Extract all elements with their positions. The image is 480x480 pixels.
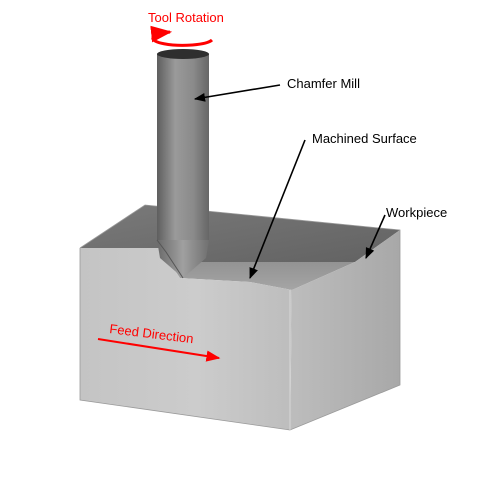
workpiece-edges (79, 204, 401, 431)
tool-tip-edge (156, 239, 184, 279)
workpiece-side-face (290, 230, 400, 430)
chamfer-mill-leader-arrow (193, 84, 281, 102)
workpiece-leader-arrow (365, 214, 386, 260)
workpiece-annotation: Workpiece (365, 205, 447, 260)
tool-rotation-label: Tool Rotation (148, 10, 224, 25)
feed-direction-arrow (97, 338, 221, 362)
machined-surface-leader-arrow (249, 139, 306, 280)
machined-surface-annotation: Machined Surface (249, 131, 417, 280)
tool-rotation-annotation: Tool Rotation (148, 10, 224, 47)
chamfer-mill-label: Chamfer Mill (287, 76, 360, 91)
rotation-arrow-icon (150, 25, 214, 47)
tool-top-cap (157, 49, 209, 59)
machined-surface-label: Machined Surface (312, 131, 417, 146)
chamfer-mill-tool (156, 49, 209, 279)
workpiece-front-face (80, 248, 292, 430)
tool-chamfer-tip (157, 240, 209, 278)
workpiece-label: Workpiece (386, 205, 447, 220)
workpiece-block (79, 204, 401, 431)
tool-shank (157, 54, 209, 240)
chamfer-mill-annotation: Chamfer Mill (193, 76, 360, 102)
